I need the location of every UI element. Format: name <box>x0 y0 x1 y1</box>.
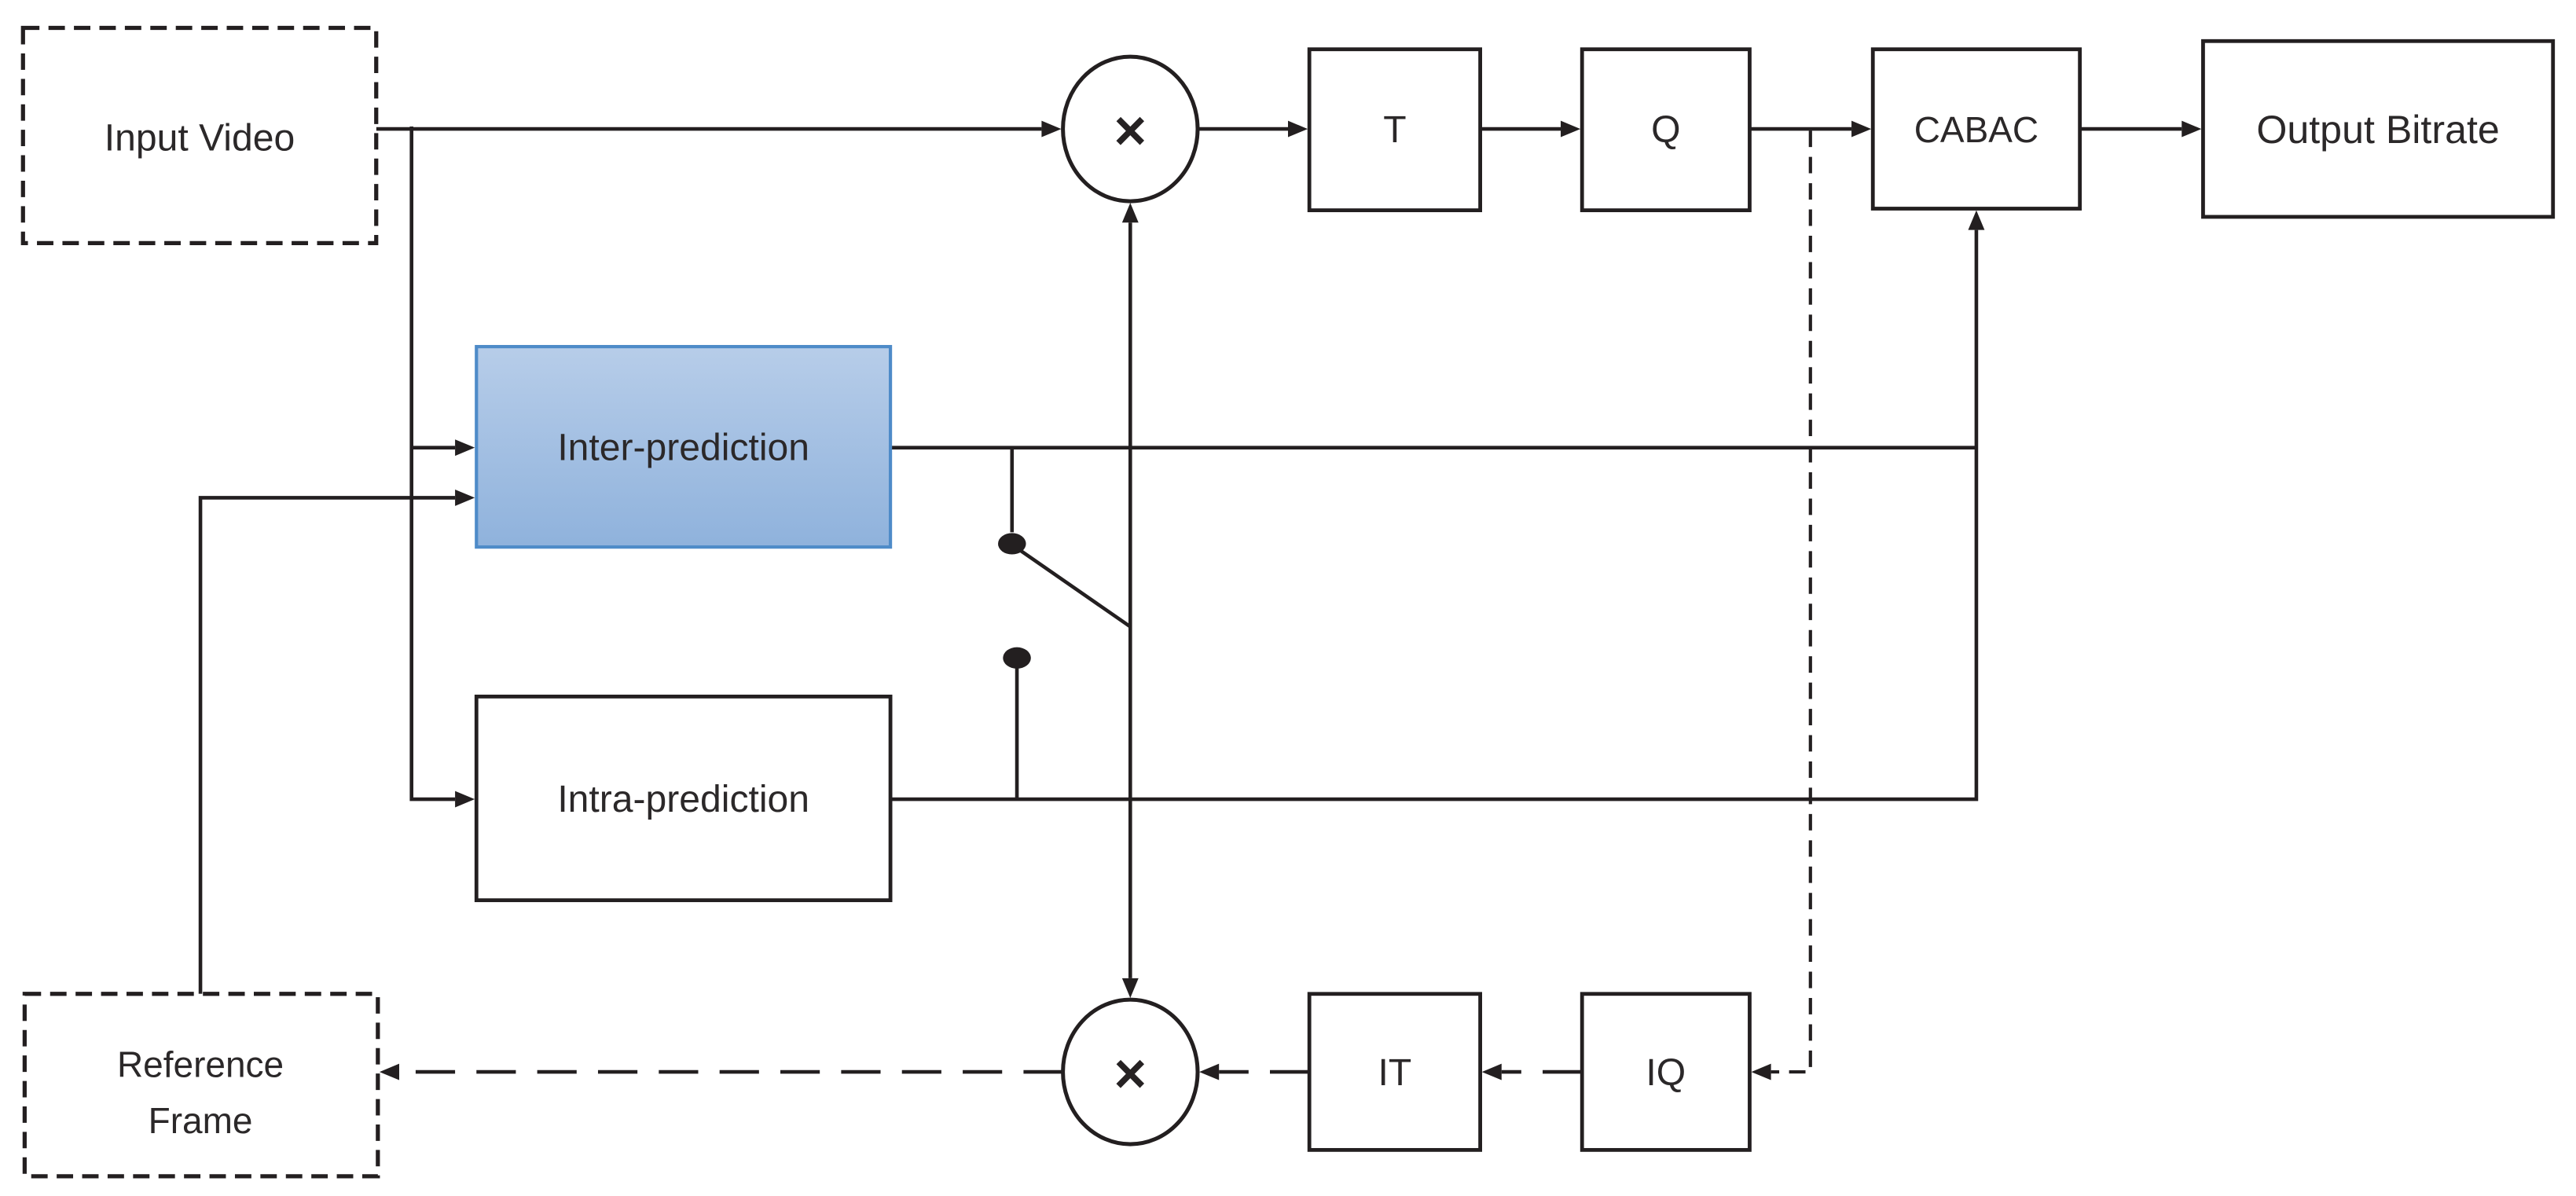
node-inverse-quantization: IQ <box>1580 992 1752 1152</box>
adder-circle <box>1061 997 1200 1146</box>
cabac-box <box>1870 47 2082 211</box>
node-intra-prediction: Intra-prediction <box>474 694 893 903</box>
node-transform: T <box>1307 47 1482 212</box>
inverse-transform-label: IT <box>1378 1051 1412 1094</box>
input-video-label: Input Video <box>105 117 295 160</box>
reference-frame-label-line1: Reference <box>117 1044 284 1085</box>
quantization-box <box>1580 47 1752 212</box>
node-output-bitrate: Output Bitrate <box>2201 39 2556 219</box>
transform-box <box>1307 47 1482 212</box>
transform-label: T <box>1383 108 1406 151</box>
node-subtractor: × <box>1061 54 1200 204</box>
node-input-video: Input Video <box>20 25 379 246</box>
subtractor-symbol: × <box>1114 101 1147 163</box>
node-adder: × <box>1061 997 1200 1146</box>
edge-quantized-to-iq <box>1751 130 1812 1080</box>
inverse-transform-box <box>1307 992 1482 1152</box>
quantization-label: Q <box>1651 108 1680 151</box>
inverse-quantization-box <box>1580 992 1752 1152</box>
intra-prediction-label: Intra-prediction <box>557 778 809 820</box>
inter-prediction-box <box>475 345 893 549</box>
input-video-box <box>20 25 379 246</box>
inter-prediction-label: Inter-prediction <box>557 427 809 469</box>
switch-arm <box>1018 548 1132 629</box>
reference-frame-label-line2: Frame <box>149 1100 253 1141</box>
edge-reference-to-inter <box>198 489 475 994</box>
node-inverse-transform: IT <box>1307 992 1482 1152</box>
subtractor-circle <box>1061 54 1200 204</box>
node-inter-prediction: Inter-prediction <box>475 345 893 549</box>
output-bitrate-box <box>2201 39 2556 219</box>
node-cabac: CABAC <box>1870 47 2082 211</box>
node-quantization: Q <box>1580 47 1752 212</box>
reference-frame-box <box>22 992 380 1179</box>
intra-prediction-box <box>474 694 893 903</box>
node-reference-frame: Reference Frame <box>22 992 380 1179</box>
edge-input-branch-to-intra <box>409 126 475 808</box>
switch-intra-contact-dot <box>1003 647 1031 669</box>
adder-symbol: × <box>1114 1044 1147 1106</box>
edge-prediction-info-to-cabac <box>890 210 1985 802</box>
switch-inter-contact-dot <box>998 533 1026 555</box>
output-bitrate-label: Output Bitrate <box>2256 108 2499 152</box>
inverse-quantization-label: IQ <box>1646 1051 1686 1094</box>
cabac-label: CABAC <box>1914 109 2038 150</box>
